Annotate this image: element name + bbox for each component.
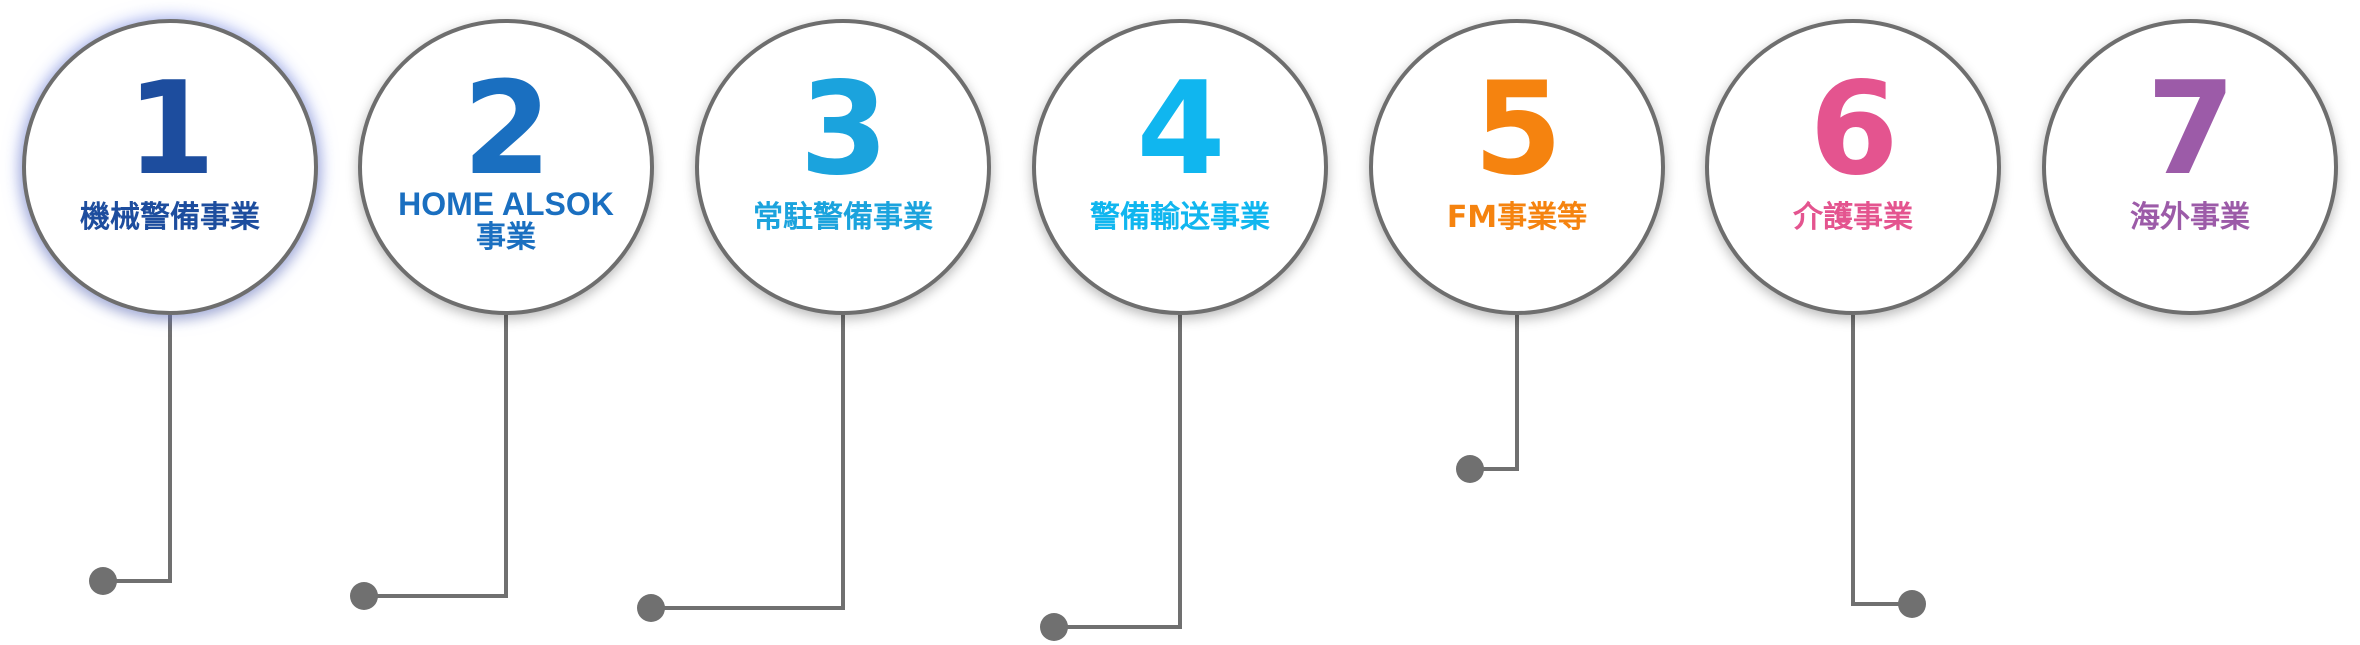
connector-line-3 xyxy=(651,315,845,610)
business-label-3: 常駐警備事業 xyxy=(723,201,963,235)
business-label-7: 海外事業 xyxy=(2070,201,2310,235)
business-circle-5[interactable]: 5 FM事業等 xyxy=(1369,19,1665,315)
business-number-2: 2 xyxy=(462,55,551,204)
business-label-jp-1: 機械警備事業 xyxy=(80,200,260,235)
business-circle-1[interactable]: 1 機械警備事業 xyxy=(22,19,318,315)
business-label-1: 機械警備事業 xyxy=(50,201,290,235)
business-label-jp-2: 事業 xyxy=(476,220,536,255)
business-number-4: 4 xyxy=(1136,55,1225,204)
connector-line-2 xyxy=(364,315,508,598)
connector-line-5 xyxy=(1470,315,1519,471)
connector-dot-1 xyxy=(89,567,117,595)
business-label-jp-5: FM事業等 xyxy=(1446,200,1588,235)
connector-dot-4 xyxy=(1040,613,1068,641)
business-number-5: 5 xyxy=(1473,55,1562,204)
connector-dot-6 xyxy=(1898,590,1926,618)
connector-line-4 xyxy=(1054,315,1182,629)
business-circle-7[interactable]: 7 海外事業 xyxy=(2042,19,2338,315)
business-number-1: 1 xyxy=(126,55,215,204)
business-label-5: FM事業等 xyxy=(1397,201,1637,235)
business-label-jp-7: 海外事業 xyxy=(2130,200,2250,235)
business-number-6: 6 xyxy=(1809,55,1898,204)
business-label-6: 介護事業 xyxy=(1733,201,1973,235)
connector-dot-5 xyxy=(1456,455,1484,483)
business-label-2: HOME ALSOK 事業 xyxy=(386,187,626,255)
business-label-jp-4: 警備輸送事業 xyxy=(1090,200,1270,235)
business-circle-6[interactable]: 6 介護事業 xyxy=(1705,19,2001,315)
business-number-7: 7 xyxy=(2146,55,2235,204)
business-label-jp-6: 介護事業 xyxy=(1793,200,1913,235)
business-circle-3[interactable]: 3 常駐警備事業 xyxy=(695,19,991,315)
connector-dot-2 xyxy=(350,582,378,610)
business-label-4: 警備輸送事業 xyxy=(1060,201,1300,235)
business-label-en-2: HOME ALSOK xyxy=(398,186,614,222)
business-circle-2[interactable]: 2 HOME ALSOK 事業 xyxy=(358,19,654,315)
business-number-3: 3 xyxy=(799,55,888,204)
connector-dot-3 xyxy=(637,594,665,622)
business-circle-4[interactable]: 4 警備輸送事業 xyxy=(1032,19,1328,315)
connector-line-1 xyxy=(103,315,172,583)
connector-line-6 xyxy=(1851,315,1912,606)
business-label-jp-3: 常駐警備事業 xyxy=(753,200,933,235)
